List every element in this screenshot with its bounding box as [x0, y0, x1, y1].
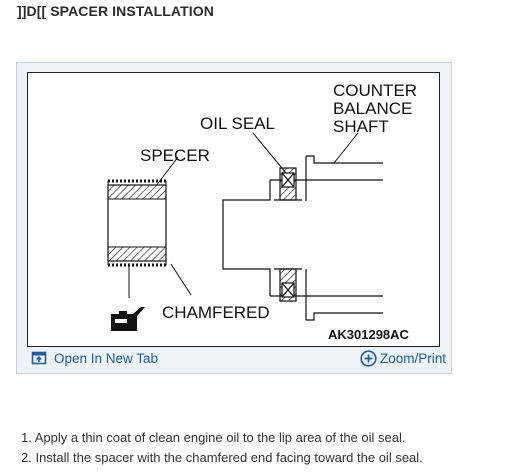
label-shaft: SHAFT [333, 117, 389, 136]
open-tab-label: Open In New Tab [54, 350, 159, 366]
label-balance: BALANCE [333, 99, 412, 118]
leader-lines [128, 132, 359, 298]
label-oil-seal: OIL SEAL [200, 114, 275, 133]
step-item: 1. Apply a thin coat of clean engine oil… [21, 430, 406, 445]
figure-footer: Open In New Tab Zoom/Print [17, 346, 451, 374]
oil-can-icon [111, 307, 145, 331]
figure-card: COUNTER BALANCE SHAFT OIL SEAL SPECER CH… [16, 62, 452, 374]
figure-code: AK301298AC [328, 327, 410, 342]
oil-seal-part [274, 167, 302, 302]
drawing-svg: COUNTER BALANCE SHAFT OIL SEAL SPECER CH… [107, 81, 417, 342]
label-chamfered: CHAMFERED [162, 303, 270, 322]
zoom-print-link[interactable]: Zoom/Print [360, 350, 446, 367]
technical-drawing[interactable]: COUNTER BALANCE SHAFT OIL SEAL SPECER CH… [27, 72, 440, 347]
counter-balance-shaft [222, 155, 383, 321]
label-specer: SPECER [140, 146, 210, 165]
zoom-plus-icon [360, 350, 377, 367]
open-in-new-tab-link[interactable]: Open In New Tab [31, 350, 158, 366]
open-tab-icon [31, 351, 47, 365]
zoom-print-label: Zoom/Print [379, 351, 446, 366]
instruction-steps: 1. Apply a thin coat of clean engine oil… [21, 428, 423, 468]
step-item: 2. Install the spacer with the chamfered… [21, 450, 423, 465]
label-counter: COUNTER [333, 81, 417, 100]
spacer-part [107, 179, 167, 267]
section-heading: ]]D[[ SPACER INSTALLATION [17, 3, 214, 19]
